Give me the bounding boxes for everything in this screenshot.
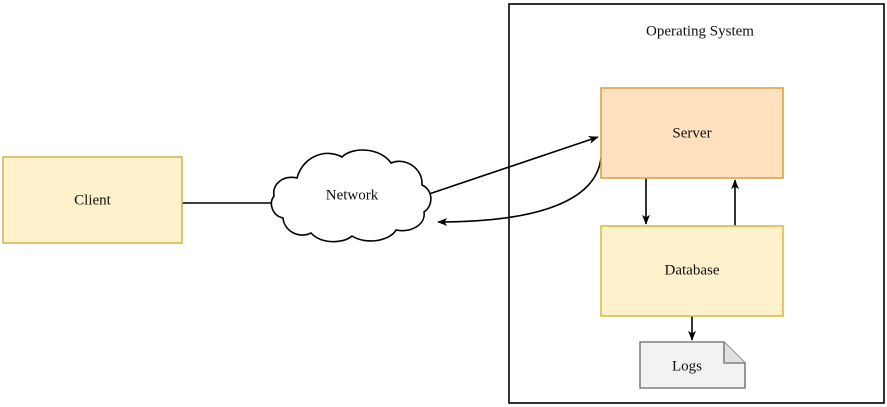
server-box	[600, 87, 784, 179]
database-label: Database	[665, 262, 720, 278]
node-network[interactable]: Network	[270, 149, 432, 243]
network-cloud-shape	[270, 149, 432, 243]
logs-label: Logs	[672, 358, 702, 374]
operating-system-border	[508, 3, 885, 404]
edge-server-to-network-line	[437, 157, 602, 226]
client-label: Client	[74, 192, 111, 208]
node-database[interactable]: Database	[600, 225, 784, 317]
edge-server-to-network[interactable]	[437, 157, 602, 226]
logs-fold-corner-icon	[723, 342, 745, 364]
edge-network-to-server-line	[425, 136, 599, 196]
container-operating-system[interactable]: Operating System	[508, 3, 885, 404]
logs-note-shape	[639, 341, 746, 389]
operating-system-label: Operating System	[646, 23, 754, 39]
network-label: Network	[326, 187, 379, 203]
database-box	[600, 225, 784, 317]
server-label: Server	[672, 125, 711, 141]
node-logs[interactable]: Logs	[639, 341, 746, 389]
node-server[interactable]: Server	[600, 87, 784, 179]
node-client[interactable]: Client	[2, 156, 183, 244]
client-box	[2, 156, 183, 244]
edge-network-to-server[interactable]	[425, 136, 599, 196]
